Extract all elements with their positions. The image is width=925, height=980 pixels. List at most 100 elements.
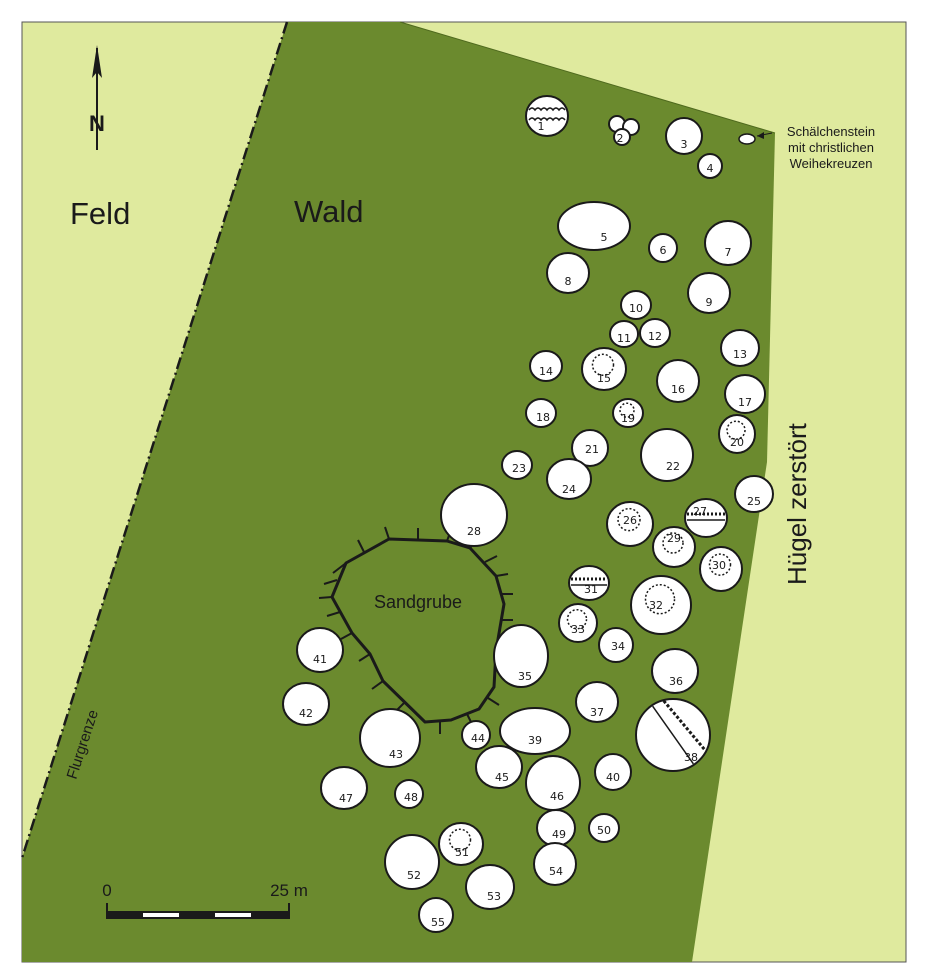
mound-10: 10 [620, 290, 652, 320]
mound-number: 5 [601, 231, 608, 244]
mound-shape [620, 290, 652, 320]
mound-18: 18 [525, 398, 557, 428]
mound-number: 55 [431, 916, 445, 929]
cup-stone-line-1: Schälchenstein [787, 124, 875, 139]
mound-25: 25 [734, 475, 774, 513]
mound-number: 32 [649, 599, 663, 612]
disturbance-mark [662, 699, 706, 751]
mound-3: 3 [665, 117, 703, 155]
mound-shape [499, 707, 571, 755]
sand-pit-label: Sandgrube [374, 592, 462, 612]
mound-49: 49 [536, 809, 576, 847]
mound-2: 2 [608, 115, 640, 146]
mound-34: 34 [598, 627, 634, 663]
mound-number: 39 [528, 734, 542, 747]
mound-number: 33 [571, 623, 585, 636]
mound-45: 45 [475, 745, 523, 789]
mound-number: 54 [549, 865, 563, 878]
field-label: Feld [70, 196, 130, 231]
mound-44: 44 [461, 720, 491, 750]
mound-shape [594, 753, 632, 791]
mound-shape [640, 428, 694, 482]
mound-23: 23 [501, 450, 533, 480]
mound-29: 29 [652, 526, 696, 568]
mound-54: 54 [533, 842, 577, 886]
mound-32: 32 [630, 575, 692, 635]
mound-number: 21 [585, 443, 599, 456]
scale-end-label: 25 m [270, 881, 308, 900]
mound-shape [588, 813, 620, 843]
mound-shape [613, 128, 631, 146]
mound-shape [525, 95, 569, 137]
scale-bar: 0 25 m [102, 881, 308, 919]
mound-shape [501, 450, 533, 480]
mound-number: 46 [550, 790, 564, 803]
mound-9: 9 [687, 272, 731, 314]
mound-number: 49 [552, 828, 566, 841]
disturbance-mark [726, 420, 746, 440]
mound-shape [606, 501, 654, 547]
mound-number: 25 [747, 495, 761, 508]
mound-shape [652, 526, 696, 568]
mound-17: 17 [724, 374, 766, 414]
destroyed-mound-label: Hügel zerstört [782, 422, 812, 585]
mound-19: 19 [612, 398, 644, 428]
mound-41: 41 [296, 627, 344, 673]
mound-20: 20 [718, 414, 756, 454]
disturbance-mark [448, 828, 472, 852]
mound-number: 22 [666, 460, 680, 473]
mound-shape [461, 720, 491, 750]
mound-shape [665, 117, 703, 155]
mound-shape [598, 627, 634, 663]
mound-shape [630, 575, 692, 635]
mound-39: 39 [499, 707, 571, 755]
mound-shape [546, 458, 592, 500]
mound-48: 48 [394, 779, 424, 809]
mound-number: 45 [495, 771, 509, 784]
disturbance-mark [566, 608, 588, 630]
mound-number: 30 [712, 559, 726, 572]
north-arrow-icon: N [89, 45, 105, 150]
mound-shape [687, 272, 731, 314]
mound-51: 51 [438, 822, 484, 866]
mound-shape [557, 201, 631, 251]
mound-shape [720, 329, 760, 367]
mound-number: 52 [407, 869, 421, 882]
disturbance-mark [644, 583, 676, 615]
mound-number: 1 [538, 120, 545, 133]
mound-47: 47 [320, 766, 368, 810]
mound-number: 24 [562, 483, 576, 496]
mound-number: 31 [584, 583, 598, 596]
mound-52: 52 [384, 834, 440, 890]
mound-shape [558, 603, 598, 643]
mound-shape [656, 359, 700, 403]
mound-11: 11 [609, 320, 639, 348]
mound-number: 2 [617, 132, 624, 145]
mound-50: 50 [588, 813, 620, 843]
mound-37: 37 [575, 681, 619, 723]
mound-shape [734, 475, 774, 513]
mound-14: 14 [529, 350, 563, 382]
mound-shape [418, 897, 454, 933]
mound-number: 15 [597, 372, 611, 385]
mound-number: 11 [617, 332, 631, 345]
mound-number: 20 [730, 436, 744, 449]
mound-number: 13 [733, 348, 747, 361]
mound-46: 46 [525, 755, 581, 811]
mound-number: 6 [660, 244, 667, 257]
mound-number: 41 [313, 653, 327, 666]
disturbance-mark [708, 553, 732, 576]
mound-shape [639, 318, 671, 348]
mound-number: 26 [623, 514, 637, 527]
mound-shape [282, 682, 330, 726]
mound-24: 24 [546, 458, 592, 500]
cup-stone-line-2: mit christlichen [788, 140, 874, 155]
mound-shape [648, 233, 678, 263]
mound-13: 13 [720, 329, 760, 367]
mound-27: 27 [684, 498, 728, 538]
mound-shape [359, 708, 421, 768]
mound-number: 12 [648, 330, 662, 343]
scale-start-label: 0 [102, 881, 111, 900]
forest-area [22, 22, 775, 962]
mound-26: 26 [606, 501, 654, 547]
